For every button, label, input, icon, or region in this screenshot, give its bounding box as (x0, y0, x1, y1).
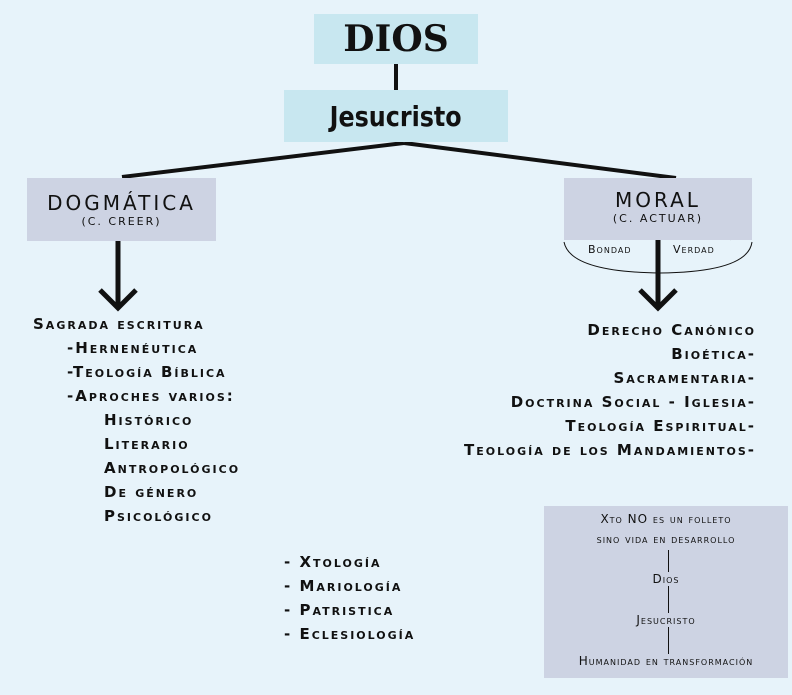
dios-box: DIOS (314, 14, 478, 64)
moral-sub: (C. ACTUAR) (612, 212, 704, 225)
note-box: Xto NO es un folleto sino vida en desarr… (544, 506, 788, 678)
list-item: De género (104, 483, 199, 501)
dogmatica-sub: (C. CREER) (81, 215, 162, 228)
dios-label: DIOS (343, 18, 449, 60)
note-line1: Xto NO es un folleto (600, 512, 732, 526)
list-item: Sacramentaria- (613, 369, 756, 387)
moral-title: MORAL (615, 188, 701, 212)
arrow-moral-head (638, 288, 678, 312)
dogmatica-title: DOGMÁTICA (47, 191, 196, 215)
list-item: Antropológico (104, 459, 241, 477)
connector-right (403, 141, 677, 180)
list-item: -Teología Bíblica (67, 363, 227, 381)
list-item: Derecho Canónico (587, 321, 756, 339)
list-item: Teología de los Mandamientos- (464, 441, 756, 459)
list-item: Psicológico (104, 507, 213, 525)
list-item: - Patristica (284, 601, 395, 619)
jesucristo-label: Jesucristo (329, 99, 463, 133)
list-item: Histórico (104, 411, 194, 429)
note-line2: sino vida en desarrollo (596, 532, 736, 546)
connector-left (121, 141, 405, 179)
note-humanidad-text: Humanidad en transformación (578, 654, 754, 668)
note-dios-text: Dios (652, 572, 680, 586)
note-jesucristo-text: Jesucristo (636, 613, 696, 627)
list-item: -Hernenéutica (67, 339, 199, 357)
dogmatica-box: DOGMÁTICA (C. CREER) (27, 178, 216, 241)
list-item: Doctrina Social - Iglesia- (510, 393, 756, 411)
moral-list: Derecho Canónico Bioética- Sacramentaria… (464, 318, 756, 462)
list-item: - Mariología (284, 577, 403, 595)
note-humanidad: Humanidad en transformación (544, 654, 788, 668)
list-item: -Aproches varios: (67, 387, 235, 405)
moral-box: MORAL (C. ACTUAR) (564, 178, 752, 240)
note-line (668, 550, 669, 664)
jesucristo-box: Jesucristo (284, 90, 508, 142)
list-item: - Xtología (284, 553, 382, 571)
list-item: Literario (104, 435, 190, 453)
note-dios: Dios (544, 572, 788, 586)
bondad-label: Bondad (588, 243, 632, 256)
list-item: Sagrada escritura (33, 315, 205, 333)
list-item: - Eclesiología (284, 625, 416, 643)
note-jesucristo: Jesucristo (544, 613, 788, 627)
middle-list: - Xtología - Mariología - Patristica - E… (284, 550, 415, 646)
arrow-dogmatica-head (98, 288, 138, 312)
list-item: Teología Espiritual- (565, 417, 756, 435)
list-item: Bioética- (671, 345, 756, 363)
verdad-label: Verdad (673, 243, 715, 256)
